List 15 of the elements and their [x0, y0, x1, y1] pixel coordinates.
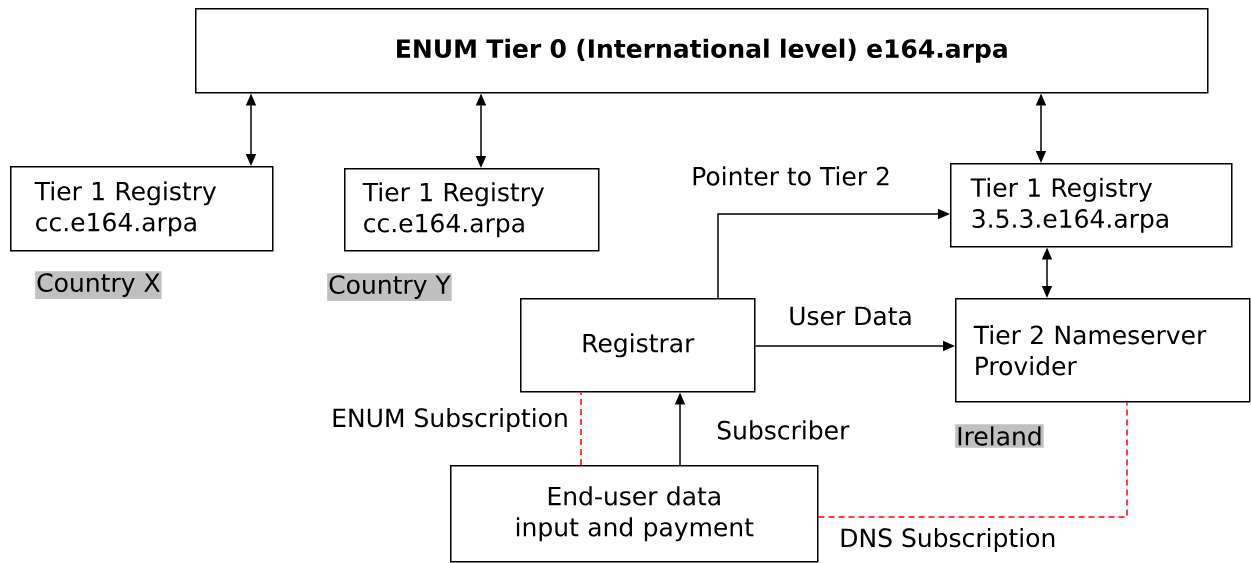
edge-label: Pointer to Tier 2	[690, 165, 892, 187]
registry-box: Registrar	[520, 298, 756, 393]
registry-box: Tier 1 Registry cc.e164.arpa	[344, 168, 600, 252]
registry-box: Tier 1 Registry 3.5.3.e164.arpa	[950, 163, 1233, 248]
tier-box: ENUM Tier 0 (International level) e164.arpa	[195, 8, 1209, 94]
edge-label: User Data	[787, 305, 914, 327]
registry-box: End-user data input and payment	[450, 465, 819, 563]
country-label: Country X	[35, 271, 162, 299]
country-label: Ireland	[955, 424, 1044, 448]
edge-label: DNS Subscription	[838, 526, 1058, 554]
registry-box: Tier 1 Registry cc.e164.arpa	[10, 166, 274, 252]
country-label: Country Y	[327, 273, 452, 301]
registry-box: Tier 2 Nameserver Provider	[955, 298, 1251, 403]
edge-label: Subscriber	[715, 419, 851, 441]
edge-label: ENUM Subscription	[330, 406, 570, 434]
